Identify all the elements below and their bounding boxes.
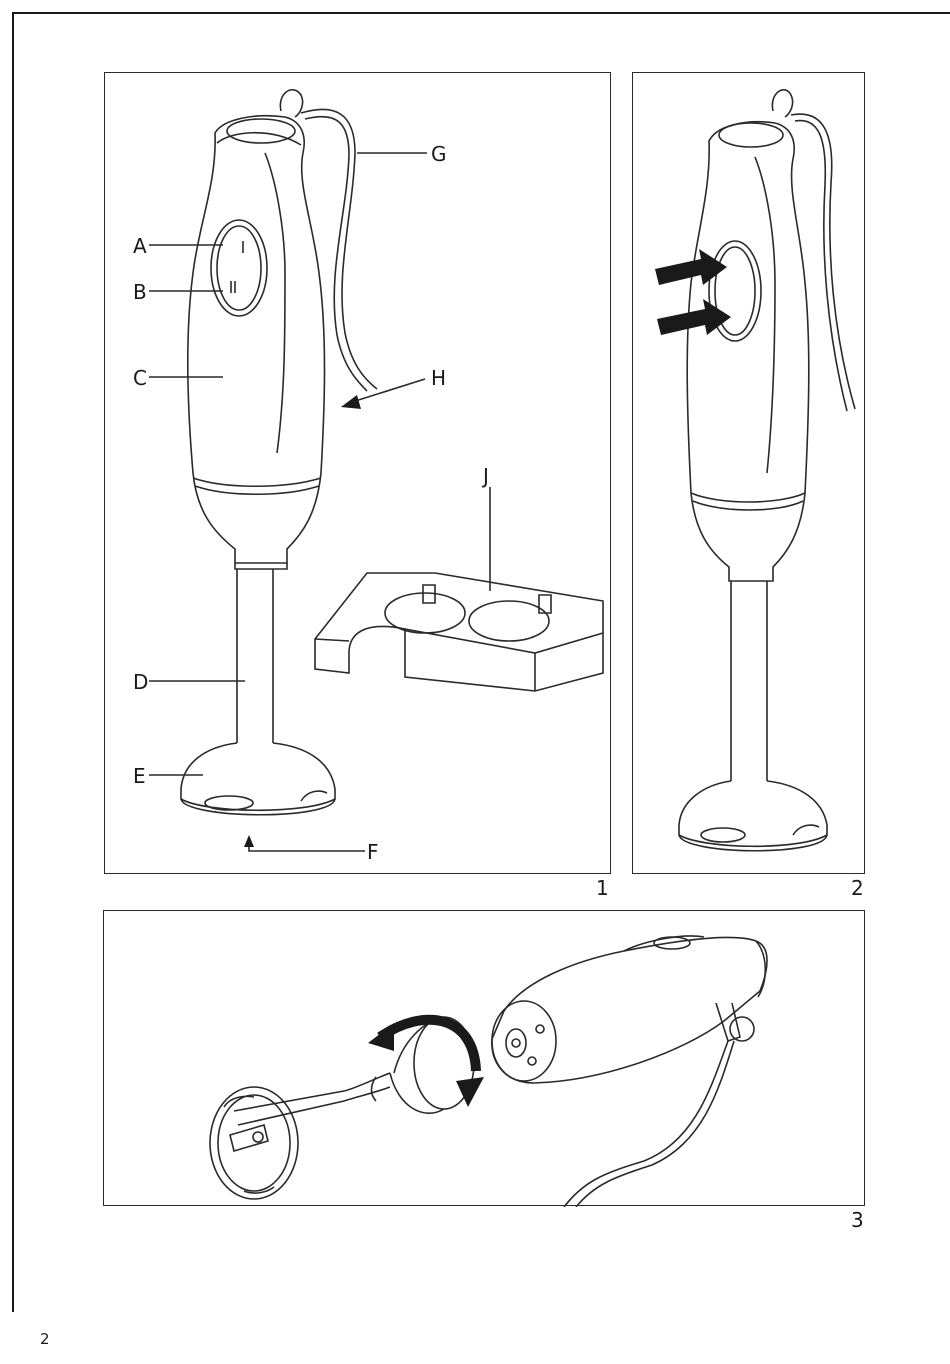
label-a: A [133,234,147,258]
cord-loop [280,90,302,117]
blender-foot [181,743,335,810]
label-b: B [133,280,147,304]
page-number: 2 [40,1330,50,1348]
arrow-h-head [341,395,361,409]
figure-1-number: 1 [596,876,609,900]
label-f: F [367,840,379,864]
rotation-arrow-arc [380,1020,476,1071]
button-panel [211,220,267,316]
leader-f [249,841,365,851]
push-arrow-bottom [657,299,731,335]
figure-1-panel: A B C D E F G H J [104,72,611,874]
figure-2-number: 2 [851,876,864,900]
figure-1-illustration: A B C D E F G H J [105,73,612,875]
figure-3-number: 3 [851,1208,864,1232]
page-left-border [12,12,14,1312]
figure-2-panel [632,72,865,874]
label-d: D [133,670,148,694]
figure-3-illustration [104,911,866,1207]
leader-h [349,379,425,403]
motor-body [492,937,767,1083]
figure-3-panel [103,910,865,1206]
blender-shaft [237,569,273,743]
label-h: H [431,366,446,390]
label-g: G [431,142,447,166]
motor-coupling [492,1001,556,1081]
label-e: E [133,764,146,788]
rotation-arrow-head-top [368,1023,394,1051]
label-j: J [481,464,489,488]
label-c: C [133,366,147,390]
attachment-foot [210,1087,298,1199]
power-cord-3 [564,1041,728,1207]
blender-body-outline [188,116,325,563]
page-top-border [12,12,950,14]
arrow-f-head [244,835,254,847]
power-cord [301,109,377,389]
attachment-shaft [234,1073,390,1125]
figure-2-illustration [633,73,866,875]
holder-outline [315,573,603,691]
